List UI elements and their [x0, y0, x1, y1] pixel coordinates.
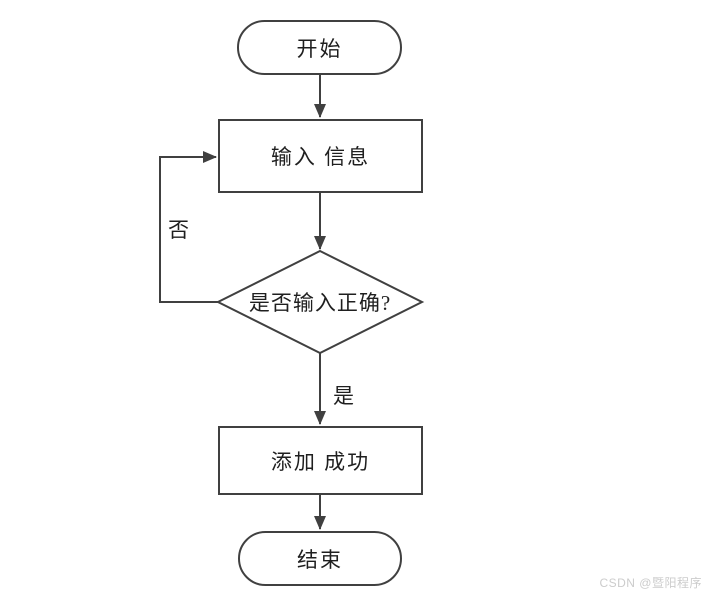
node-start-terminator: 开始	[237, 20, 402, 75]
node-end-label: 结束	[297, 547, 343, 572]
node-start-label: 开始	[296, 36, 343, 61]
edge-label-yes: 是	[331, 380, 356, 410]
node-end-terminator: 结束	[238, 531, 402, 586]
csdn-watermark: CSDN @暨阳程序	[599, 576, 702, 590]
node-success-label: 添加 成功	[270, 449, 371, 474]
node-decision-label: 是否输入正确?	[248, 291, 392, 315]
node-decision: 是否输入正确?	[218, 251, 422, 353]
edge-decision-to-input-no	[159, 151, 218, 303]
node-input-process: 输入 信息	[218, 119, 423, 193]
edge-label-no: 否	[166, 214, 191, 244]
node-success-process: 添加 成功	[218, 426, 423, 495]
node-input-label: 输入 信息	[270, 145, 371, 169]
